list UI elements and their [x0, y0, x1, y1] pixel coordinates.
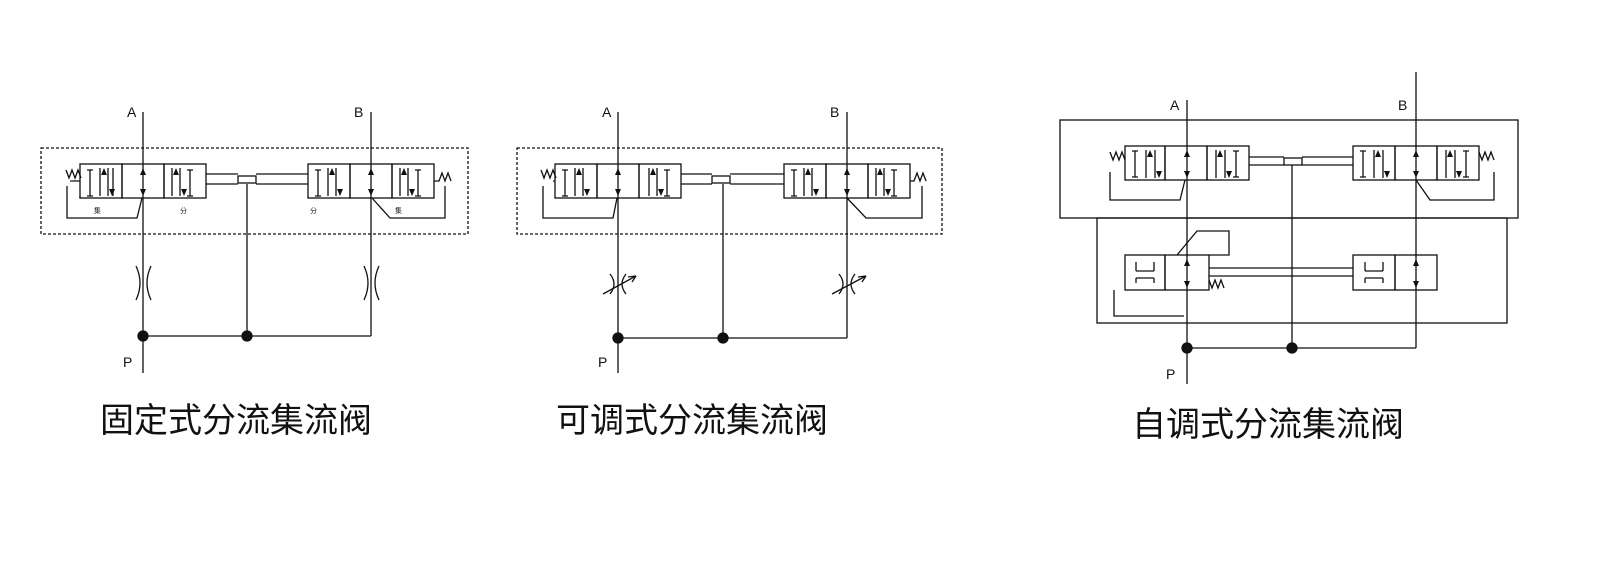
flow-arrowhead: [1413, 150, 1419, 157]
caption-fixed: 固定式分流集流阀: [100, 401, 372, 441]
flow-arrowhead: [368, 168, 374, 175]
junction-dot: [137, 330, 149, 342]
connecting-rod: [237, 175, 257, 184]
lower-right-compensator: [1352, 254, 1438, 291]
flow-arrowhead: [1447, 150, 1453, 157]
spool-label: 集: [94, 206, 101, 215]
port-label-b: B: [354, 104, 363, 120]
port-label-b: B: [1398, 97, 1407, 113]
flow-arrowhead: [109, 189, 115, 196]
flow-arrowhead: [337, 189, 343, 196]
caption-self-regulating: 自调式分流集流阀: [1132, 405, 1404, 445]
flow-arrowhead: [576, 168, 582, 175]
adjustable-flow-divider-diagram: A B P: [516, 104, 943, 373]
flow-arrowhead: [615, 189, 621, 196]
flow-arrowhead: [1456, 171, 1462, 178]
flow-arrowhead: [101, 168, 107, 175]
lower-left-compensator: [1113, 230, 1353, 317]
spool-label: 分: [180, 206, 187, 215]
flow-arrowhead: [813, 189, 819, 196]
connecting-rod: [1283, 157, 1303, 166]
port-label-b: B: [830, 104, 839, 120]
port-label-p: P: [123, 354, 132, 370]
left-spool-valve: [65, 163, 238, 219]
flow-arrowhead: [181, 189, 187, 196]
flow-arrowhead: [1217, 150, 1223, 157]
spool-label: 集: [395, 206, 402, 215]
flow-arrowhead: [1184, 171, 1190, 178]
port-label-a: A: [1170, 97, 1180, 113]
valve-housing-dashed: [40, 147, 469, 235]
flow-arrowhead: [1413, 281, 1419, 288]
right-spool-valve: [730, 163, 927, 219]
flow-arrowhead: [1184, 259, 1190, 266]
port-label-a: A: [602, 104, 612, 120]
valve-housing-outer: [1059, 119, 1519, 219]
flow-arrowhead: [650, 168, 656, 175]
self-regulating-flow-divider-diagram: A B P: [1059, 72, 1519, 384]
fixed-orifice-left: [135, 265, 152, 301]
junction-dot: [1286, 342, 1298, 354]
flow-arrowhead: [401, 168, 407, 175]
flow-arrows: [101, 150, 1462, 288]
flow-arrowhead: [1384, 171, 1390, 178]
flow-arrowhead: [173, 168, 179, 175]
spool-label: 分: [310, 206, 317, 215]
flow-arrowhead: [805, 168, 811, 175]
upper-left-spool-valve: [1109, 145, 1284, 201]
flow-arrowhead: [1413, 259, 1419, 266]
flow-arrowhead: [615, 168, 621, 175]
junction-dot: [1181, 342, 1193, 354]
flow-arrowhead: [844, 168, 850, 175]
flow-arrowhead: [1375, 150, 1381, 157]
valve-housing-dashed: [516, 147, 943, 235]
flow-arrowhead: [1413, 171, 1419, 178]
fixed-orifice-right: [363, 265, 380, 301]
flow-arrowhead: [140, 168, 146, 175]
compensator-housing: [1096, 217, 1508, 324]
flow-arrowhead: [409, 189, 415, 196]
adjustable-orifice-right: [831, 273, 867, 295]
flow-arrowhead: [1156, 171, 1162, 178]
flow-arrowhead: [1184, 281, 1190, 288]
caption-adjustable: 可调式分流集流阀: [556, 401, 828, 441]
flow-arrowhead: [140, 189, 146, 196]
flow-arrowhead: [877, 168, 883, 175]
junction-dot: [612, 332, 624, 344]
flow-arrowhead: [658, 189, 664, 196]
flow-arrowhead: [584, 189, 590, 196]
right-spool-valve: [256, 163, 452, 219]
flow-arrowhead: [1147, 150, 1153, 157]
adjustable-orifice-left: [602, 273, 637, 295]
port-label-p: P: [598, 354, 607, 370]
flow-arrowhead: [1226, 171, 1232, 178]
flow-arrowhead: [368, 189, 374, 196]
flow-arrowhead: [844, 189, 850, 196]
port-label-p: P: [1166, 366, 1175, 382]
junction-dot: [241, 330, 253, 342]
fixed-flow-divider-diagram: A B P 集 分 分 集: [40, 104, 469, 373]
port-label-a: A: [127, 104, 137, 120]
connecting-rod: [711, 175, 731, 184]
flow-arrowhead: [885, 189, 891, 196]
left-spool-valve: [540, 163, 712, 219]
flow-arrowhead: [329, 168, 335, 175]
flow-arrowhead: [1184, 150, 1190, 157]
junction-dot: [717, 332, 729, 344]
upper-right-spool-valve: [1302, 145, 1495, 201]
